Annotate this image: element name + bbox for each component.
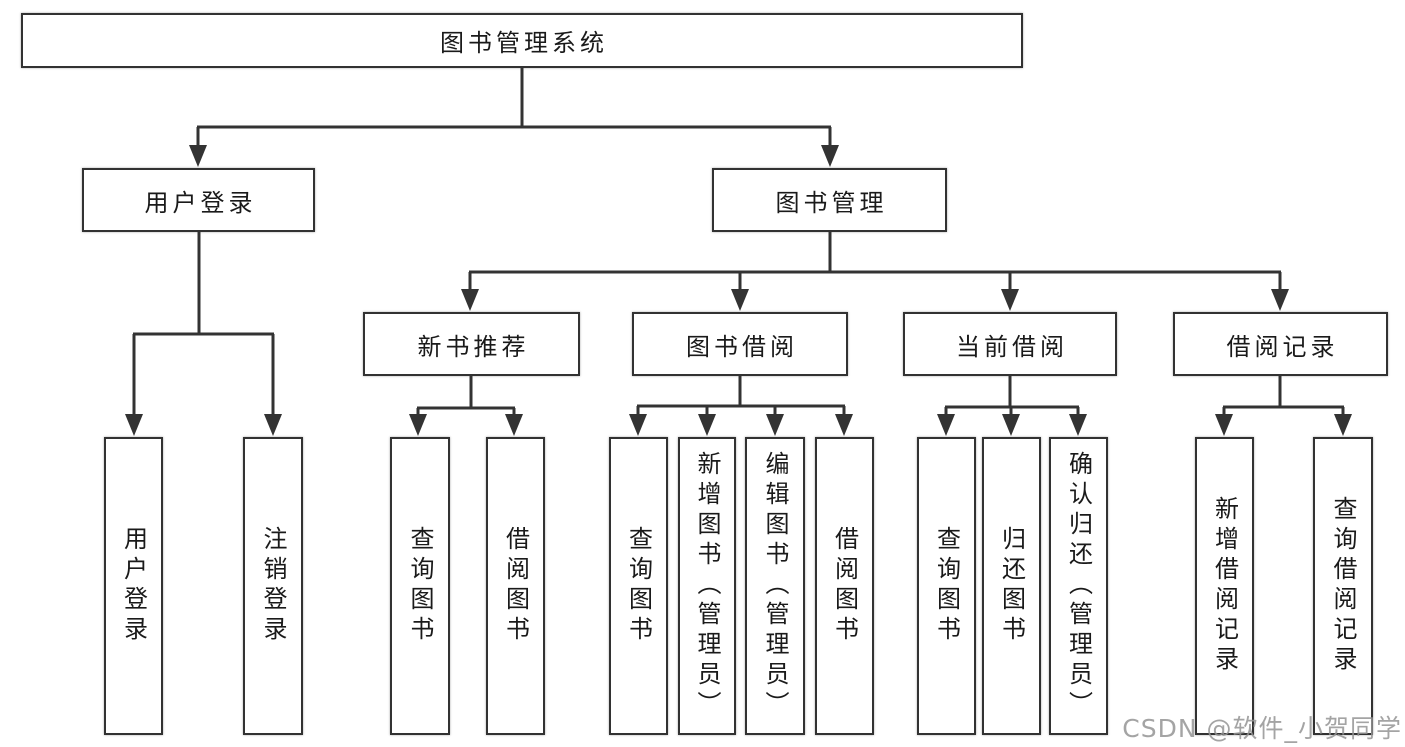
leaf-logout: 注销登录 [243, 437, 303, 735]
leaf-query-books-newbook: 查询图书 [390, 437, 450, 735]
leaf-label: 归还图书 [997, 526, 1026, 646]
leaf-label: 借阅图书 [830, 526, 859, 646]
node-book-management: 图书管理 [712, 168, 947, 232]
leaf-query-borrow-record: 查询借阅记录 [1313, 437, 1373, 735]
leaf-label: 查询图书 [624, 526, 653, 646]
node-label: 借阅记录 [1226, 332, 1339, 361]
leaf-borrow-books: 借阅图书 [815, 437, 874, 735]
leaf-add-borrow-record: 新增借阅记录 [1195, 437, 1254, 735]
node-label: 图书管理系统 [440, 29, 608, 57]
leaf-label: 查询图书 [932, 526, 961, 646]
leaf-return-books: 归还图书 [982, 437, 1041, 735]
leaf-label: 用户登录 [119, 526, 148, 646]
node-label: 图书管理 [775, 188, 888, 217]
node-user-login: 用户登录 [82, 168, 315, 232]
leaf-label: 确认归还（管理员） [1064, 451, 1093, 721]
leaf-query-books-borrow: 查询图书 [609, 437, 668, 735]
node-label: 当前借阅 [956, 332, 1068, 361]
leaf-label: 新增图书（管理员） [693, 451, 721, 721]
node-borrow-records: 借阅记录 [1173, 312, 1388, 376]
leaf-label: 查询借阅记录 [1329, 496, 1357, 676]
leaf-confirm-return-admin: 确认归还（管理员） [1049, 437, 1108, 735]
leaf-label: 借阅图书 [501, 526, 530, 646]
node-label: 用户登录 [144, 188, 257, 217]
node-label: 新书推荐 [417, 332, 530, 361]
leaf-label: 编辑图书（管理员） [761, 451, 789, 721]
leaf-user-login: 用户登录 [104, 437, 163, 735]
node-new-book-recommend: 新书推荐 [363, 312, 580, 376]
leaf-label: 新增借阅记录 [1210, 496, 1239, 676]
leaf-edit-books-admin: 编辑图书（管理员） [745, 437, 805, 735]
node-library-management-system: 图书管理系统 [21, 13, 1023, 68]
leaf-label: 查询图书 [406, 526, 434, 646]
node-book-borrow: 图书借阅 [632, 312, 848, 376]
leaf-borrow-books-newbook: 借阅图书 [486, 437, 545, 735]
node-label: 图书借阅 [686, 332, 798, 361]
leaf-query-books-current: 查询图书 [917, 437, 976, 735]
node-current-borrow: 当前借阅 [903, 312, 1117, 376]
leaf-add-books-admin: 新增图书（管理员） [678, 437, 736, 735]
leaf-label: 注销登录 [259, 526, 287, 646]
